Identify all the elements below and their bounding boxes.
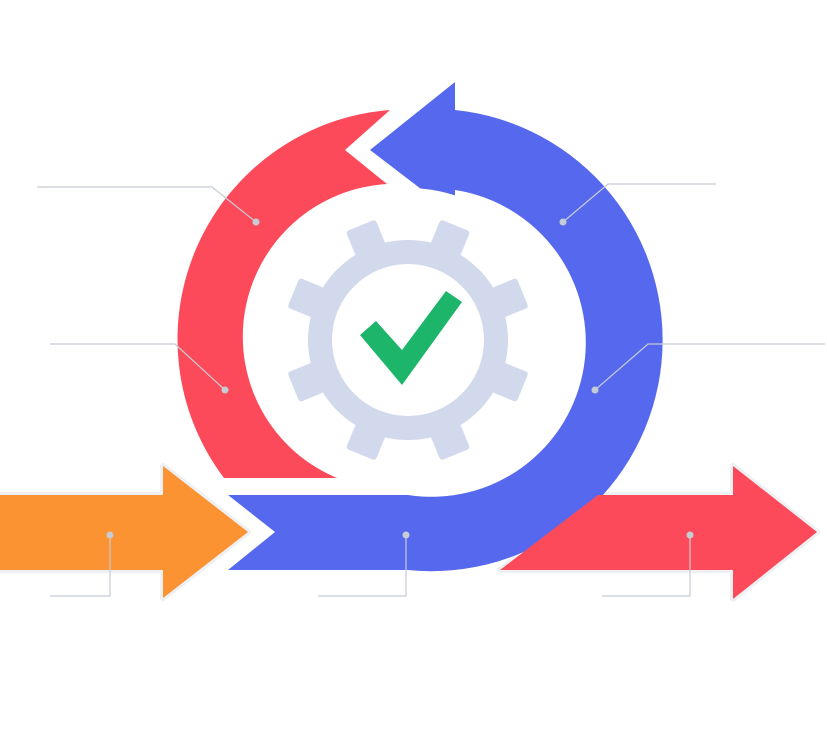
checkmark-icon	[360, 291, 462, 385]
callout-top-left	[37, 186, 260, 226]
gear-icon	[256, 188, 560, 492]
callout-bottom-right	[602, 531, 694, 597]
callout-middle-left	[50, 343, 229, 394]
callout-bottom-left	[50, 531, 114, 597]
blue-cycle-arrow	[228, 82, 663, 572]
gear-hole	[332, 264, 484, 416]
callout-top-right	[559, 183, 716, 226]
orange-input-arrow	[0, 466, 248, 598]
callout-bottom-center	[318, 531, 410, 597]
callout-middle-right	[591, 343, 825, 394]
red-output-arrow	[500, 466, 817, 599]
